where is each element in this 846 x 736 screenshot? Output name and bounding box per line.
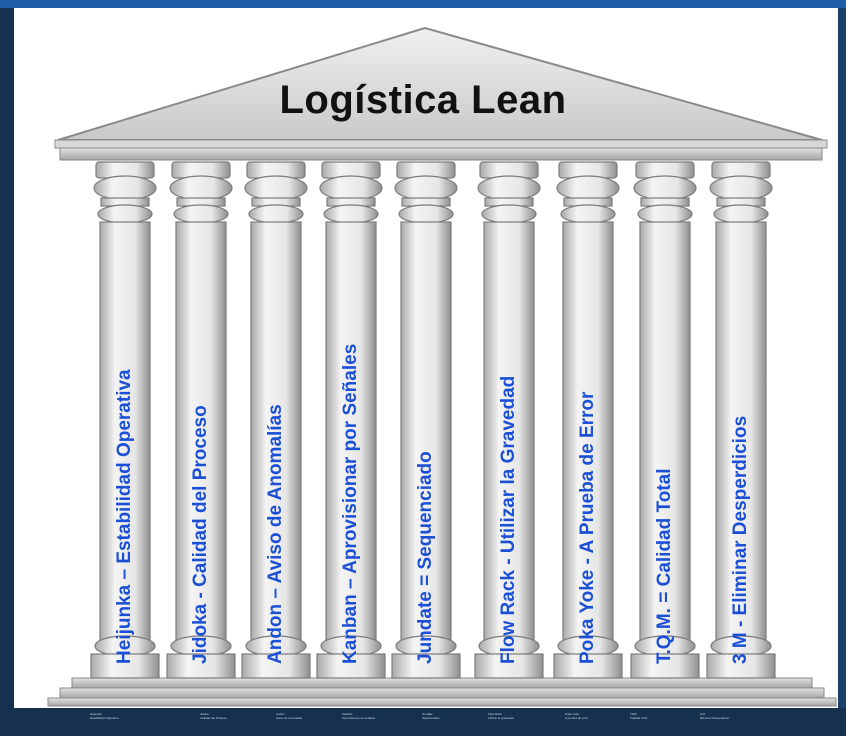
footer-item-title: TQM — [630, 712, 637, 716]
base-step-1 — [71, 677, 813, 689]
pillar-2 — [166, 161, 236, 679]
pillar-label-6: Flow Rack - Utilizar la Gravedad — [498, 375, 519, 664]
pillar-4 — [316, 161, 386, 679]
base-step-3 — [47, 697, 837, 707]
temple-diagram — [47, 26, 837, 707]
footer-item-title: Jidoka — [200, 712, 209, 716]
pillar-label-2: Jidoka - Calidad del Proceso — [190, 405, 211, 664]
pillar-label-4: Kanban – Aprovisionar por Señales — [340, 343, 361, 664]
footer-item-text: Aprovisionar por señales — [342, 716, 376, 720]
footer-item-title: Andon — [276, 712, 285, 716]
pillar-label-3: Andon – Aviso de Anomalías — [265, 404, 286, 664]
footer-item-text: Calidad del Proceso — [200, 716, 227, 720]
architrave-top — [54, 139, 828, 149]
top-accent-bar — [0, 0, 846, 8]
base-step-2 — [59, 687, 825, 699]
pillar-1 — [90, 161, 160, 679]
pillar-8 — [630, 161, 700, 679]
architrave-bottom — [59, 147, 823, 161]
footer-item-text: Calidad Total — [630, 716, 648, 720]
footer-item-title: 3 M — [700, 712, 706, 716]
diagram-title: Logística Lean — [279, 78, 567, 122]
footer-item-title: Heijunka — [90, 712, 102, 716]
footer-item-text: Sequenciado — [422, 716, 440, 720]
pillar-label-5: Jundate = Sequenciado — [415, 451, 436, 664]
footer-item-title: Poka Yoke — [565, 712, 580, 716]
footer-item-title: Jundate — [422, 712, 433, 716]
pillar-label-8: T.Q.M. = Calidad Total — [654, 468, 675, 664]
pillar-9 — [706, 161, 776, 679]
footer-item-text: Utilizar la gravedad — [488, 716, 514, 720]
footer-item-text: A prueba de error — [565, 716, 589, 720]
left-band — [0, 8, 14, 708]
footer-item-text: Aviso de Anomalías — [276, 716, 303, 720]
pillar-label-1: Heijunka – Estabilidad Operativa — [114, 369, 135, 664]
footer-item-title: Flow Rack — [488, 712, 503, 716]
pillar-6 — [474, 161, 544, 679]
right-band — [838, 8, 846, 708]
footer-item-title: Kanban — [342, 712, 353, 716]
pillar-7 — [553, 161, 623, 679]
pillar-3 — [241, 161, 311, 679]
pillar-5 — [391, 161, 461, 679]
pillar-label-7: Poka Yoke - A Prueba de Error — [577, 391, 598, 664]
footer-item-text: Estabilidad Operativa — [90, 716, 119, 720]
footer-item-text: Eliminar Desperdicios — [700, 716, 730, 720]
pillar-label-9: 3 M - Eliminar Desperdicios — [730, 415, 751, 664]
